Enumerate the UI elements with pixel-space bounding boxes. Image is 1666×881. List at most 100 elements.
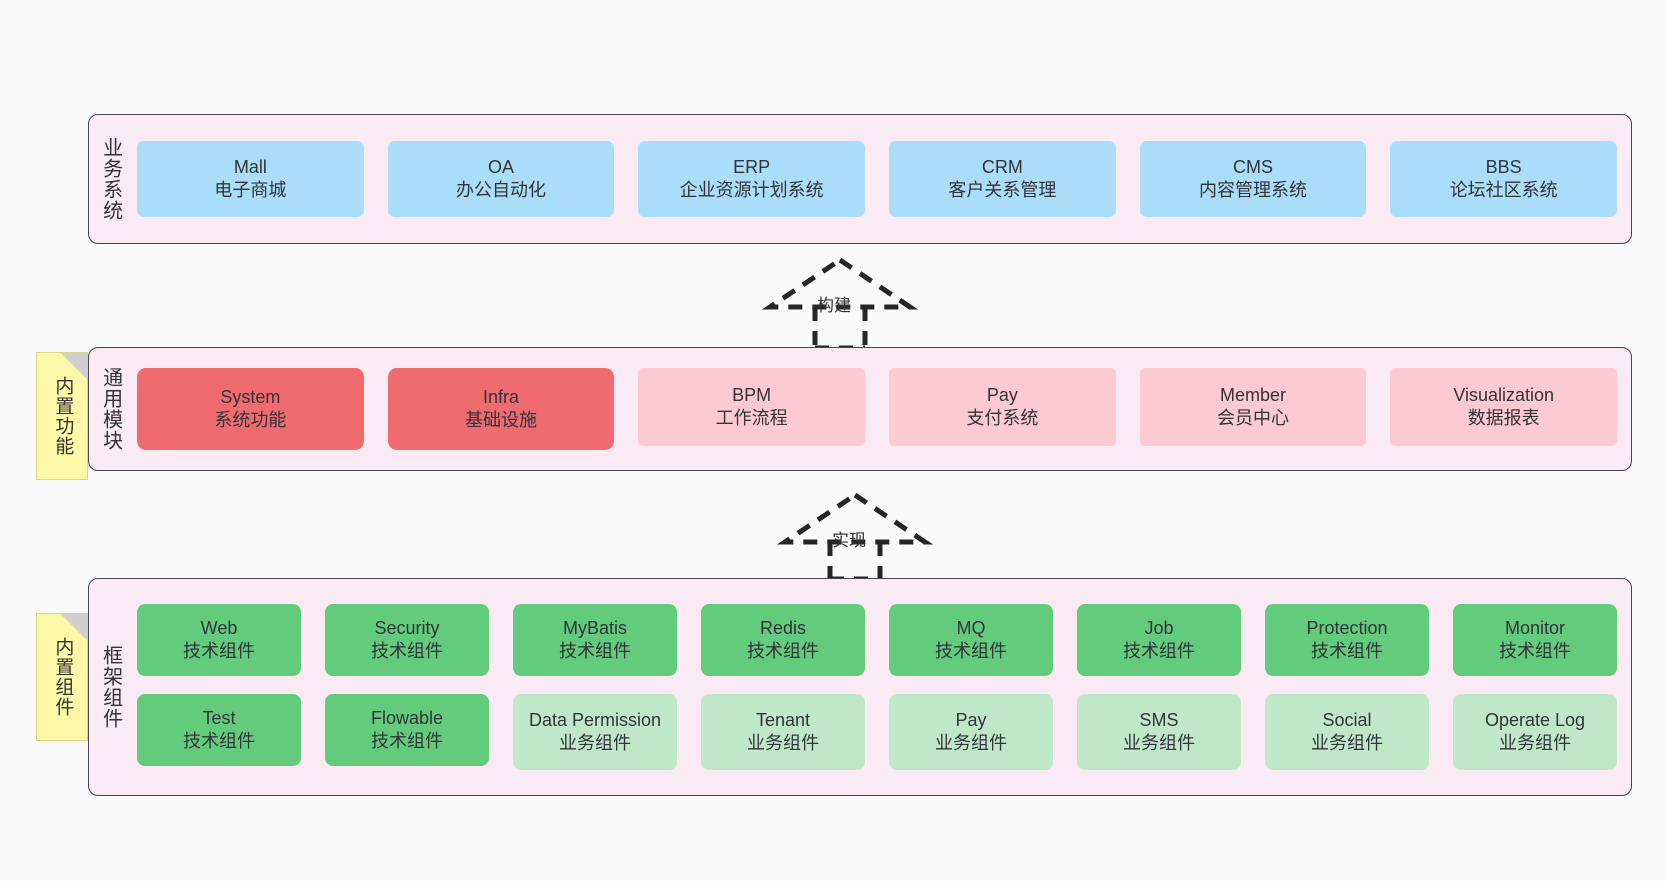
- box-bbs-title: BBS: [1485, 156, 1522, 177]
- box-system-title: System: [220, 386, 281, 407]
- box-security-title: Security: [374, 617, 440, 638]
- box-bpm-subtitle: 工作流程: [715, 408, 788, 428]
- common-module-row: System 系统功能 Infra 基础设施 BPM 工作流程 Pay 支付系统…: [137, 368, 1618, 450]
- connector-build-label: 构建: [817, 296, 851, 315]
- box-protection-title: Protection: [1306, 617, 1388, 638]
- box-test-title: Test: [202, 707, 236, 728]
- box-erp-title: ERP: [733, 156, 771, 177]
- box-bpm[interactable]: BPM 工作流程: [638, 368, 866, 446]
- box-erp[interactable]: ERP 企业资源计划系统: [638, 141, 866, 217]
- box-tenant[interactable]: Tenant 业务组件: [701, 694, 865, 770]
- box-security-subtitle: 技术组件: [371, 641, 443, 661]
- box-mybatis-title: MyBatis: [562, 617, 627, 638]
- box-sms-subtitle: 业务组件: [1123, 733, 1195, 753]
- box-social-subtitle: 业务组件: [1311, 733, 1383, 753]
- note-builtin-component: 内置组件: [36, 613, 88, 741]
- box-cms[interactable]: CMS 内容管理系统: [1139, 141, 1367, 217]
- box-protection[interactable]: Protection 技术组件: [1265, 604, 1429, 676]
- box-pay-component-subtitle: 业务组件: [935, 733, 1007, 753]
- box-tenant-subtitle: 业务组件: [747, 733, 819, 753]
- box-mall-subtitle: 电子商城: [214, 180, 287, 200]
- framework-tech-row: Web 技术组件 Security 技术组件 MyBatis 技术组件 Redi…: [137, 604, 1617, 676]
- box-crm[interactable]: CRM 客户关系管理: [889, 141, 1116, 217]
- framework-business-row: Test 技术组件 Flowable 技术组件 Data Permission …: [137, 694, 1617, 770]
- box-security[interactable]: Security 技术组件: [325, 604, 489, 676]
- box-bbs[interactable]: BBS 论坛社区系统: [1390, 141, 1618, 217]
- layer-business-system-body: Mall 电子商城 OA 办公自动化 ERP 企业资源计划系统 CRM 客户关系…: [131, 115, 1631, 243]
- box-monitor-subtitle: 技术组件: [1499, 641, 1571, 661]
- box-job-title: Job: [1144, 617, 1174, 638]
- box-system-subtitle: 系统功能: [214, 410, 287, 430]
- box-mq-subtitle: 技术组件: [935, 641, 1007, 661]
- layer-business-system-title: 业务系统: [99, 137, 122, 221]
- box-member-title: Member: [1220, 384, 1287, 405]
- layer-common-module-body: System 系统功能 Infra 基础设施 BPM 工作流程 Pay 支付系统…: [131, 348, 1631, 470]
- box-erp-subtitle: 企业资源计划系统: [679, 180, 824, 200]
- box-bbs-subtitle: 论坛社区系统: [1449, 180, 1558, 200]
- box-oa[interactable]: OA 办公自动化: [387, 141, 615, 217]
- box-bpm-title: BPM: [732, 384, 772, 405]
- box-sms[interactable]: SMS 业务组件: [1077, 694, 1241, 770]
- box-tenant-title: Tenant: [755, 709, 811, 730]
- box-monitor-title: Monitor: [1504, 617, 1566, 638]
- layer-common-module-title: 通用模块: [99, 367, 122, 451]
- box-infra-title: Infra: [482, 386, 520, 407]
- box-data-permission-title: Data Permission: [528, 709, 662, 730]
- box-redis[interactable]: Redis 技术组件: [701, 604, 865, 676]
- box-pay-module-title: Pay: [986, 384, 1018, 405]
- box-flowable-subtitle: 技术组件: [371, 731, 443, 751]
- box-web-subtitle: 技术组件: [183, 641, 255, 661]
- box-cms-subtitle: 内容管理系统: [1199, 180, 1308, 200]
- box-mall-title: Mall: [233, 156, 267, 177]
- box-operate-log[interactable]: Operate Log 业务组件: [1453, 694, 1617, 770]
- box-social-title: Social: [1322, 709, 1372, 730]
- business-system-row: Mall 电子商城 OA 办公自动化 ERP 企业资源计划系统 CRM 客户关系…: [137, 141, 1618, 217]
- layer-framework-component: 框架组件 Web 技术组件 Security 技术组件 MyBatis 技术组件…: [88, 578, 1632, 796]
- box-member-subtitle: 会员中心: [1217, 408, 1290, 428]
- box-sms-title: SMS: [1139, 709, 1179, 730]
- box-redis-title: Redis: [759, 617, 807, 638]
- connector-build: 构建: [745, 252, 935, 352]
- box-visualization-title: Visualization: [1453, 384, 1555, 405]
- box-cms-title: CMS: [1233, 156, 1274, 177]
- connector-implement-label: 实现: [832, 531, 866, 550]
- box-job-subtitle: 技术组件: [1123, 641, 1195, 661]
- box-visualization-subtitle: 数据报表: [1467, 408, 1540, 428]
- box-mall[interactable]: Mall 电子商城: [137, 141, 364, 217]
- layer-business-system: 业务系统 Mall 电子商城 OA 办公自动化 ERP 企业资源计划系统 CRM…: [88, 114, 1632, 244]
- layer-framework-component-body: Web 技术组件 Security 技术组件 MyBatis 技术组件 Redi…: [131, 579, 1631, 795]
- box-protection-subtitle: 技术组件: [1311, 641, 1383, 661]
- box-mq[interactable]: MQ 技术组件: [889, 604, 1053, 676]
- box-operate-log-subtitle: 业务组件: [1499, 733, 1571, 753]
- box-data-permission[interactable]: Data Permission 业务组件: [513, 694, 677, 770]
- layer-common-module: 通用模块 System 系统功能 Infra 基础设施 BPM 工作流程 Pay…: [88, 347, 1632, 471]
- box-test[interactable]: Test 技术组件: [137, 694, 301, 766]
- box-operate-log-title: Operate Log: [1484, 709, 1586, 730]
- arrow-head-triangle: [761, 256, 919, 310]
- box-pay-module-subtitle: 支付系统: [966, 408, 1039, 428]
- layer-framework-component-title: 框架组件: [99, 645, 122, 729]
- box-system[interactable]: System 系统功能: [137, 368, 364, 450]
- note-builtin-component-label: 内置组件: [52, 637, 74, 717]
- note-fold-corner-icon: [61, 614, 87, 640]
- box-pay-component-title: Pay: [955, 709, 987, 730]
- connector-implement-arrow: [776, 491, 934, 583]
- box-mq-title: MQ: [956, 617, 986, 638]
- box-test-subtitle: 技术组件: [183, 731, 255, 751]
- box-mybatis[interactable]: MyBatis 技术组件: [513, 604, 677, 676]
- box-social[interactable]: Social 业务组件: [1265, 694, 1429, 770]
- box-pay-component[interactable]: Pay 业务组件: [889, 694, 1053, 770]
- box-visualization[interactable]: Visualization 数据报表: [1390, 368, 1618, 446]
- box-monitor[interactable]: Monitor 技术组件: [1453, 604, 1617, 676]
- box-data-permission-subtitle: 业务组件: [559, 733, 631, 753]
- box-crm-title: CRM: [981, 156, 1023, 177]
- box-job[interactable]: Job 技术组件: [1077, 604, 1241, 676]
- box-infra[interactable]: Infra 基础设施: [387, 368, 615, 450]
- box-pay-module[interactable]: Pay 支付系统: [889, 368, 1116, 446]
- box-flowable-title: Flowable: [370, 707, 444, 728]
- box-web[interactable]: Web 技术组件: [137, 604, 301, 676]
- box-mybatis-subtitle: 技术组件: [559, 641, 631, 661]
- box-member[interactable]: Member 会员中心: [1139, 368, 1367, 446]
- box-flowable[interactable]: Flowable 技术组件: [325, 694, 489, 766]
